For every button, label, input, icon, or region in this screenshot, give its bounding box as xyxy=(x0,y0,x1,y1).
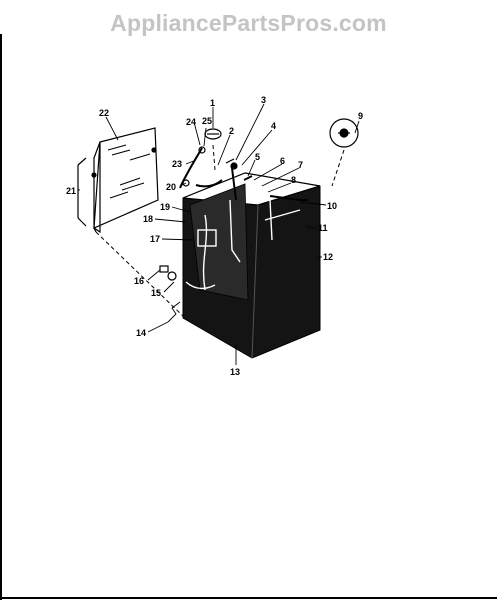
callout-14: 14 xyxy=(136,328,146,338)
callout-8: 8 xyxy=(291,175,296,185)
bottom-border xyxy=(0,597,497,599)
callout-12: 12 xyxy=(323,252,333,262)
cabinet xyxy=(182,172,321,359)
callout-23: 23 xyxy=(172,159,182,169)
callout-18: 18 xyxy=(143,214,153,224)
callout-25: 25 xyxy=(202,116,212,126)
callout-2: 2 xyxy=(229,126,234,136)
callout-22: 22 xyxy=(99,108,109,118)
callout-4: 4 xyxy=(271,121,276,131)
callout-15: 15 xyxy=(151,288,161,298)
callout-11: 11 xyxy=(318,223,328,233)
callout-10: 10 xyxy=(327,201,337,211)
callout-21: 21 xyxy=(66,186,76,196)
callout-13: 13 xyxy=(230,367,240,377)
callout-24: 24 xyxy=(186,117,196,127)
callouts: 1 2 3 4 5 6 7 8 9 10 11 12 13 14 15 16 1… xyxy=(66,95,363,377)
left-border xyxy=(0,34,2,600)
callout-3: 3 xyxy=(261,95,266,105)
callout-7: 7 xyxy=(298,160,303,170)
callout-5: 5 xyxy=(255,152,260,162)
leader-lines xyxy=(78,103,360,365)
callout-19: 19 xyxy=(160,202,170,212)
callout-6: 6 xyxy=(280,156,285,166)
callout-9: 9 xyxy=(358,111,363,121)
back-panel xyxy=(77,127,159,234)
watermark: AppliancePartsPros.com xyxy=(110,10,387,36)
callout-17: 17 xyxy=(150,234,160,244)
dashed-guides xyxy=(95,144,345,319)
callout-20: 20 xyxy=(166,182,176,192)
callout-1: 1 xyxy=(210,98,215,108)
small-parts xyxy=(159,118,359,281)
callout-16: 16 xyxy=(134,276,144,286)
